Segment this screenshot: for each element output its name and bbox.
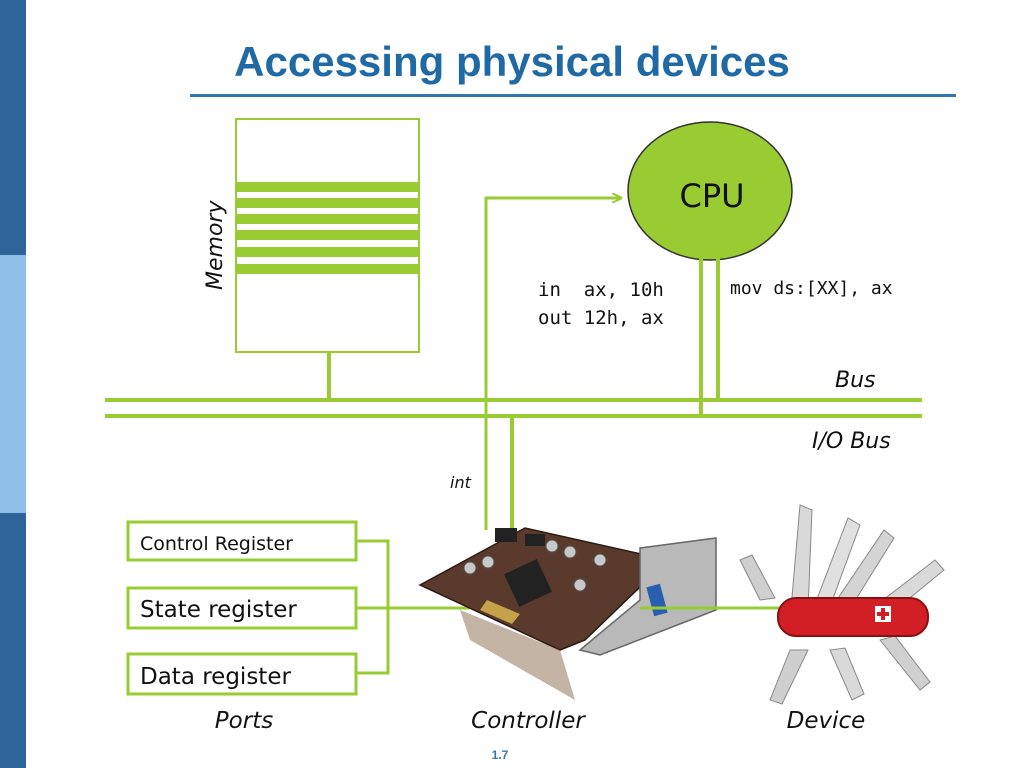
controller-label: Controller <box>471 708 586 734</box>
side-stripe <box>0 0 26 768</box>
bus-label: Bus <box>835 368 876 393</box>
int-label: int <box>450 473 472 492</box>
interrupt-arrow <box>484 198 620 530</box>
io-instruction-out: out 12h, ax <box>538 307 664 329</box>
ports-label: Ports <box>215 708 273 734</box>
state-register-label: State register <box>140 597 297 623</box>
pci-card-icon <box>418 527 717 700</box>
page-number: 1.7 <box>491 748 509 762</box>
cpu-label: CPU <box>679 177 744 215</box>
cpu-node <box>627 121 793 261</box>
device-label: Device <box>787 708 866 734</box>
io-bus-label: I/O Bus <box>812 429 891 454</box>
control-register-label: Control Register <box>140 533 293 555</box>
data-register-label: Data register <box>140 664 291 690</box>
mem-instruction: mov ds:[XX], ax <box>730 278 893 299</box>
io-instruction-in: in ax, 10h <box>538 279 664 301</box>
memory-label: Memory <box>203 200 228 290</box>
control-register-box <box>126 520 358 562</box>
swiss-army-knife-icon <box>739 504 945 705</box>
slide-title: Accessing physical devices <box>234 38 790 85</box>
memory-block <box>235 118 420 353</box>
title-underline <box>190 94 956 97</box>
